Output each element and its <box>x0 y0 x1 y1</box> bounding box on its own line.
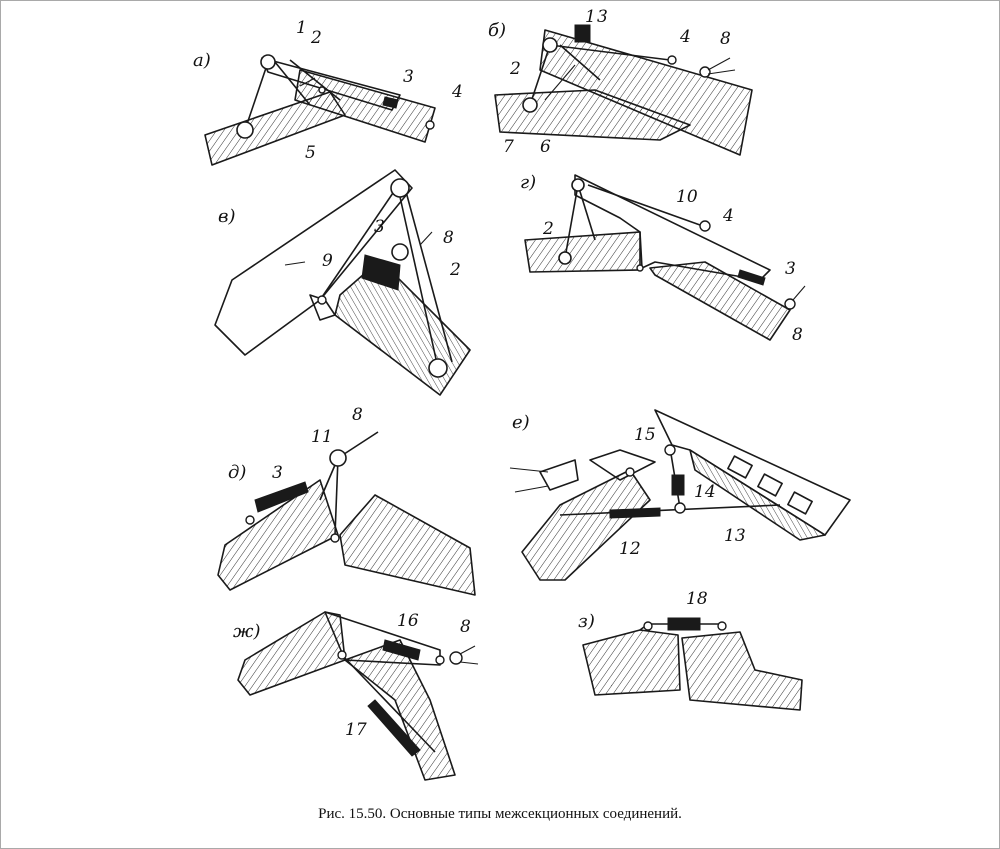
panel-v-num-8: 8 <box>443 228 454 248</box>
panel-d-label: д) <box>228 462 246 483</box>
panel-zh-num-17: 17 <box>345 720 367 740</box>
panel-d <box>217 431 476 596</box>
panel-b-label: б) <box>488 20 506 41</box>
panel-b-num-6: 6 <box>540 137 551 157</box>
panel-d-num-3: 3 <box>272 463 283 483</box>
panel-g-label: г) <box>520 172 536 193</box>
panel-v-num-9: 9 <box>322 251 333 271</box>
panel-e-num-12: 12 <box>619 539 641 559</box>
panel-e-num-13: 13 <box>724 526 746 546</box>
panel-zh-label: ж) <box>233 621 260 642</box>
panel-b-num-8: 8 <box>720 29 731 49</box>
panel-a-num-4: 4 <box>451 82 463 102</box>
panel-v-num-3: 3 <box>374 217 385 237</box>
panel-d-num-11: 11 <box>311 427 333 447</box>
panel-a-num-3: 3 <box>403 67 414 87</box>
panel-g-num-3: 3 <box>785 259 796 279</box>
panel-zh-num-8: 8 <box>460 617 471 637</box>
panel-d-num-8: 8 <box>352 405 363 425</box>
panel-a-num-5: 5 <box>305 143 316 163</box>
panel-a-label: а) <box>193 50 211 71</box>
panel-b-num-4: 4 <box>679 27 691 47</box>
panel-b <box>494 24 753 156</box>
panel-v <box>214 169 471 396</box>
panel-a-num-1: 1 <box>296 18 307 38</box>
panel-b-num-1: 1 <box>585 7 596 27</box>
panel-z <box>582 617 803 711</box>
panel-e <box>509 409 851 581</box>
panel-b-num-3: 3 <box>597 7 608 27</box>
panel-e-num-15: 15 <box>634 425 656 445</box>
panel-g <box>524 174 806 341</box>
panel-a <box>204 54 436 166</box>
panel-g-num-4: 4 <box>722 206 734 226</box>
panel-g-num-2: 2 <box>542 219 554 239</box>
panel-e-num-14: 14 <box>694 482 716 502</box>
panel-b-num-7: 7 <box>503 137 514 157</box>
panel-g-num-10: 10 <box>676 187 698 207</box>
panel-g-num-8: 8 <box>792 325 803 345</box>
panel-e-label: е) <box>512 412 530 433</box>
panel-b-num-2: 2 <box>509 59 521 79</box>
panel-zh-num-16: 16 <box>397 611 419 631</box>
panel-zh <box>237 611 479 781</box>
figure-caption: Рис. 15.50. Основные типы межсекционных … <box>318 806 682 822</box>
panel-z-num-18: 18 <box>686 589 708 609</box>
panel-v-num-2: 2 <box>449 260 461 280</box>
panel-z-label: з) <box>578 611 595 632</box>
panel-a-num-2: 2 <box>310 28 322 48</box>
panel-v-label: в) <box>218 206 236 227</box>
